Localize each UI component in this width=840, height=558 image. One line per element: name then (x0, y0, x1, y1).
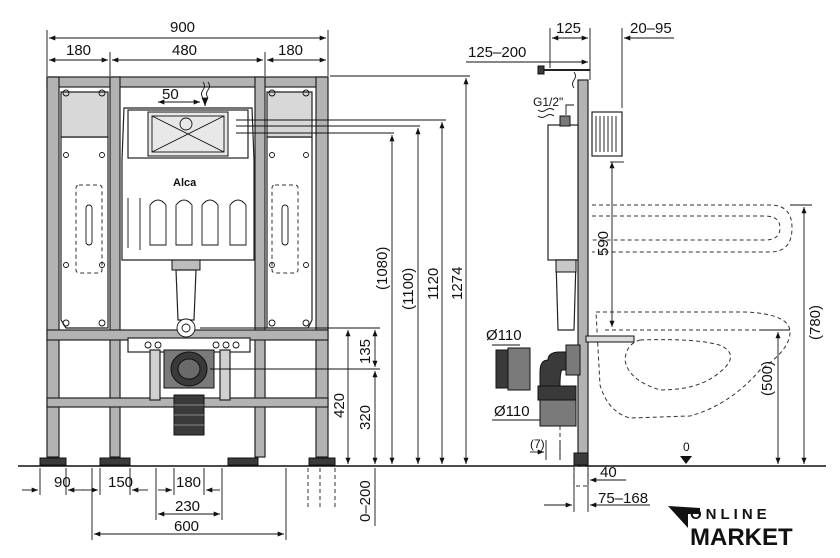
side-drain (495, 335, 635, 458)
front-bottom-dimensions (22, 468, 287, 540)
dim-900: 900 (170, 19, 195, 36)
floor-zero-marker (680, 456, 692, 464)
online-market-logo: ONLINE MARKET (668, 506, 793, 551)
dim-125: 125 (556, 20, 581, 37)
pipe-diameter-upper: Ø110 (486, 327, 522, 344)
dim-1100: (1100) (400, 268, 417, 310)
dim-1080: (1080) (374, 247, 391, 290)
front-drain (127, 337, 251, 436)
dim-7: (7) (530, 437, 545, 451)
dim-125-200: 125–200 (468, 44, 526, 61)
dim-780: (780) (807, 305, 824, 340)
front-vertical-dimensions (200, 75, 470, 526)
dim-590: 590 (595, 231, 612, 256)
dim-20-95: 20–95 (630, 20, 672, 37)
side-dimensions (466, 28, 812, 512)
dim-150: 150 (108, 474, 133, 491)
logo-line2: MARKET (690, 524, 793, 551)
dim-230: 230 (175, 498, 200, 515)
cistern (121, 81, 255, 338)
grab-bar-dashed (592, 204, 793, 253)
brand-label: Alca (173, 177, 197, 189)
water-inlet-label: G1/2" (533, 95, 563, 109)
dim-1120: 1120 (425, 268, 442, 300)
dim-40: 40 (600, 464, 617, 481)
dim-180-left: 180 (66, 42, 91, 59)
dim-75-168: 75–168 (598, 490, 648, 507)
front-top-dimensions (46, 30, 329, 105)
dim-420: 420 (331, 393, 348, 418)
dim-320: 320 (357, 405, 374, 430)
dim-90: 90 (54, 474, 71, 491)
cursor-arrow-icon (668, 506, 700, 528)
floor-zero-label: 0 (683, 440, 690, 454)
dim-500: (500) (759, 361, 776, 396)
dim-180-right: 180 (278, 42, 303, 59)
toilet-bowl-dashed (595, 311, 791, 419)
dim-135: 135 (357, 339, 374, 364)
logo-line1: ONLINE (690, 506, 771, 523)
dim-180-bottom: 180 (176, 474, 201, 491)
pipe-diameter-lower: Ø110 (494, 403, 530, 420)
dim-50: 50 (162, 86, 179, 103)
dim-600: 600 (174, 518, 199, 535)
dim-1274: 1274 (449, 267, 466, 300)
dim-480: 480 (172, 42, 197, 59)
dim-0-200: 0–200 (357, 480, 374, 522)
